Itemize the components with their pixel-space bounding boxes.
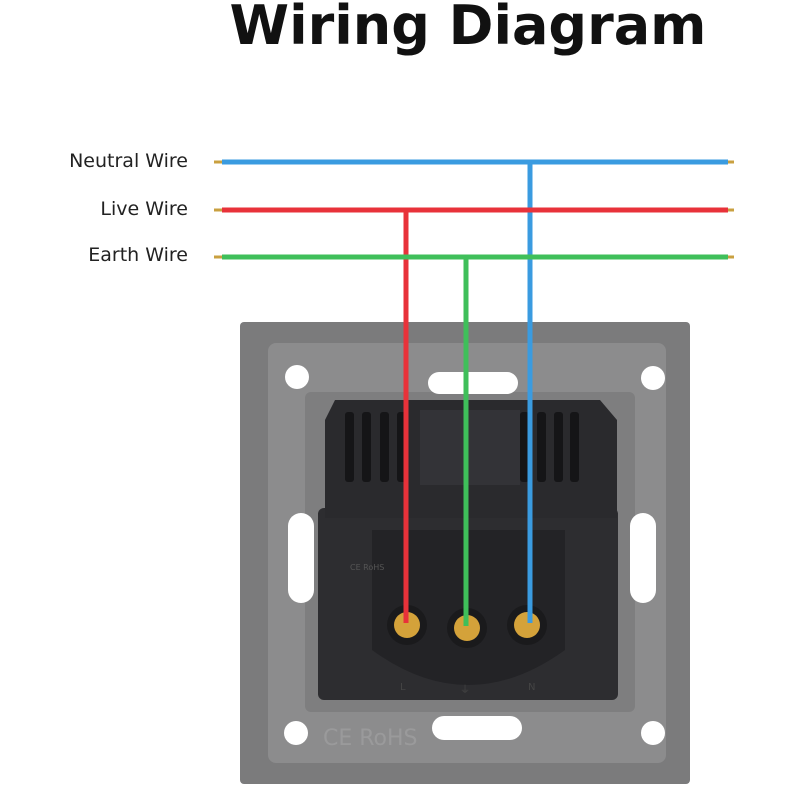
earth-wire-label: Earth Wire (88, 244, 188, 266)
plate-marking: CE RoHS (323, 726, 418, 751)
neutral-wire-label: Neutral Wire (69, 150, 188, 172)
body-marking: CE RoHS (350, 563, 384, 572)
screw-hole (641, 721, 665, 745)
terminal-earth (447, 608, 487, 648)
terminal-label-l: L (400, 682, 406, 693)
live-wire-label: Live Wire (100, 198, 188, 220)
terminal-n (507, 605, 547, 645)
screw-hole (641, 366, 665, 390)
screw-hole (284, 721, 308, 745)
terminal-label-n: N (528, 682, 535, 693)
diagram-title: Wiring Diagram (229, 0, 707, 57)
terminal-label-earth: ⏚ (460, 684, 470, 696)
screw-hole (285, 365, 309, 389)
terminal-l (387, 605, 427, 645)
